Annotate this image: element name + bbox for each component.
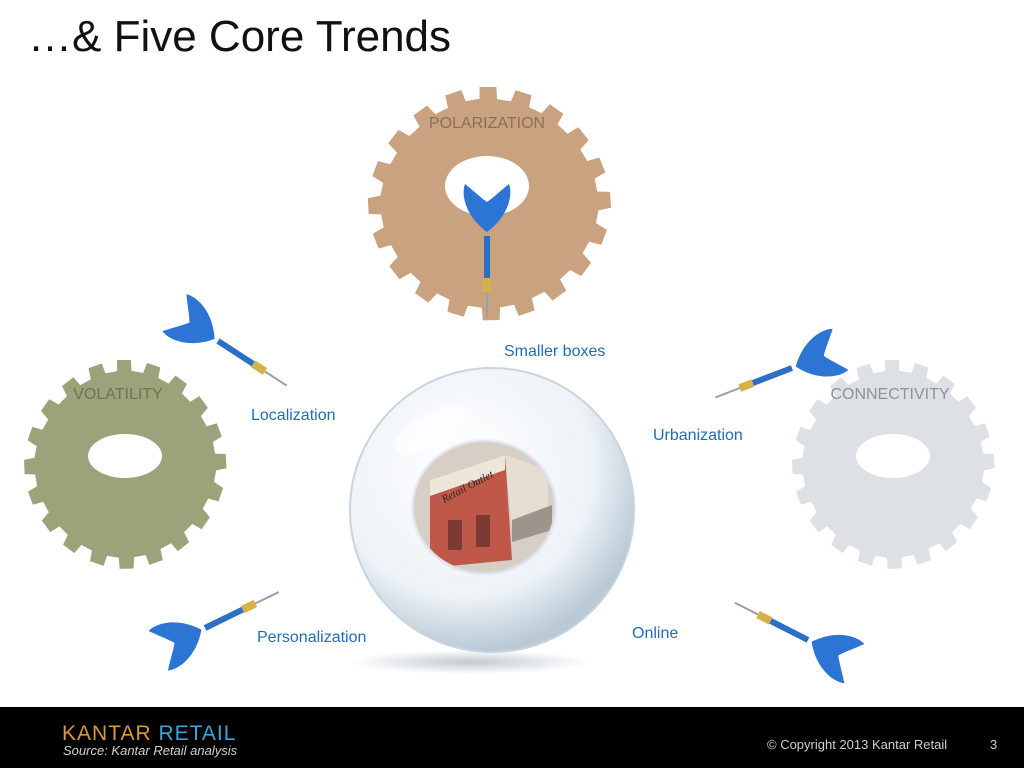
trend-label-localization: Localization bbox=[251, 407, 336, 424]
trend-label-smaller-boxes: Smaller boxes bbox=[504, 343, 606, 360]
crystal-ball-icon: Retail Outlet bbox=[349, 367, 635, 674]
gear-label-connectivity: CONNECTIVITY bbox=[830, 386, 949, 403]
trend-label-online: Online bbox=[632, 625, 679, 642]
slide-title: …& Five Core Trends bbox=[28, 12, 452, 61]
gear-icon-connectivity: CONNECTIVITY bbox=[792, 360, 995, 569]
kantar-retail-logo: KANTAR RETAIL bbox=[62, 722, 236, 746]
footer-bar: KANTAR RETAIL Source: Kantar Retail anal… bbox=[0, 707, 1024, 768]
logo-kantar: KANTAR bbox=[62, 722, 152, 745]
source-note: Source: Kantar Retail analysis bbox=[63, 743, 238, 758]
trend-illustration: POLARIZATION VOLATILITY CONNECTIVITY Ret… bbox=[24, 87, 995, 686]
gear-label-volatility: VOLATILITY bbox=[73, 386, 163, 403]
copyright-text: © Copyright 2013 Kantar Retail bbox=[767, 737, 948, 752]
gear-label-polarization: POLARIZATION bbox=[429, 115, 545, 132]
page-number: 3 bbox=[990, 737, 998, 752]
logo-retail: RETAIL bbox=[158, 722, 237, 745]
trend-label-personalization: Personalization bbox=[257, 629, 367, 646]
retail-outlet-image: Retail Outlet bbox=[414, 442, 554, 572]
dart-icon bbox=[147, 570, 290, 673]
trend-label-urbanization: Urbanization bbox=[653, 427, 743, 444]
dart-icon bbox=[723, 580, 866, 686]
gear-icon-volatility: VOLATILITY bbox=[24, 360, 227, 569]
